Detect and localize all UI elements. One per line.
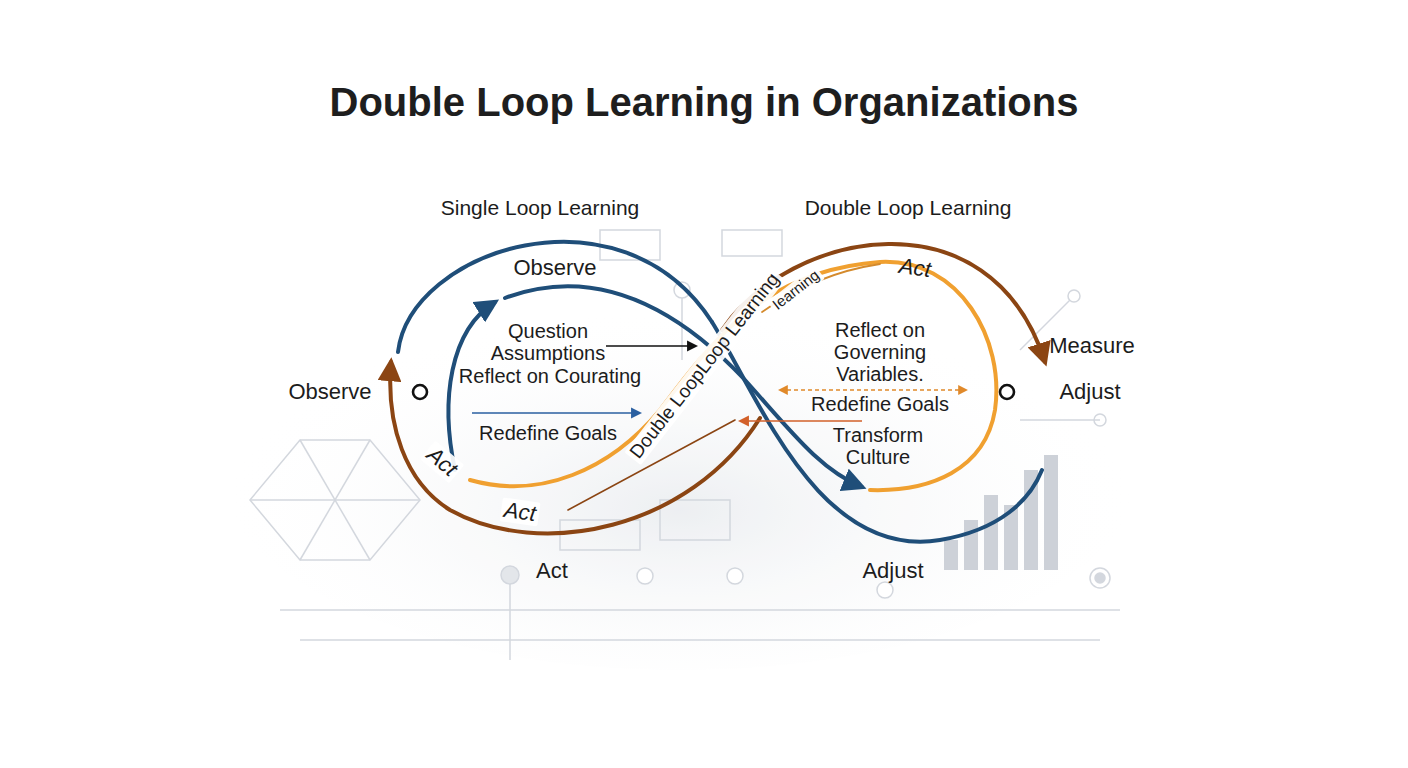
diagram-title: Double Loop Learning in Organizations <box>0 80 1408 125</box>
loop-label: Adjust <box>862 559 923 583</box>
loop-label: Act <box>898 254 933 282</box>
loop-label: Reflect on Governing Variables. <box>820 319 940 385</box>
loop-label: Redefine Goals <box>479 422 617 444</box>
loops <box>390 242 1045 542</box>
loop-label: Measure <box>1049 334 1135 358</box>
loop-label: Single Loop Learning <box>441 196 640 219</box>
loop-label: Double Loop Learning <box>805 196 1012 219</box>
loop-label: Adjust <box>1059 380 1120 404</box>
loop-label: Question Assumptions <box>473 320 623 364</box>
background-network <box>220 230 1140 670</box>
loop-label: Observe <box>513 256 596 280</box>
loop-label: Observe <box>288 380 371 404</box>
loop-label: Act <box>536 559 568 583</box>
loop-label: Transform Culture <box>818 424 938 468</box>
loop-label: Redefine Goals <box>811 393 949 415</box>
loop-label: Reflect on Courating <box>459 365 641 387</box>
